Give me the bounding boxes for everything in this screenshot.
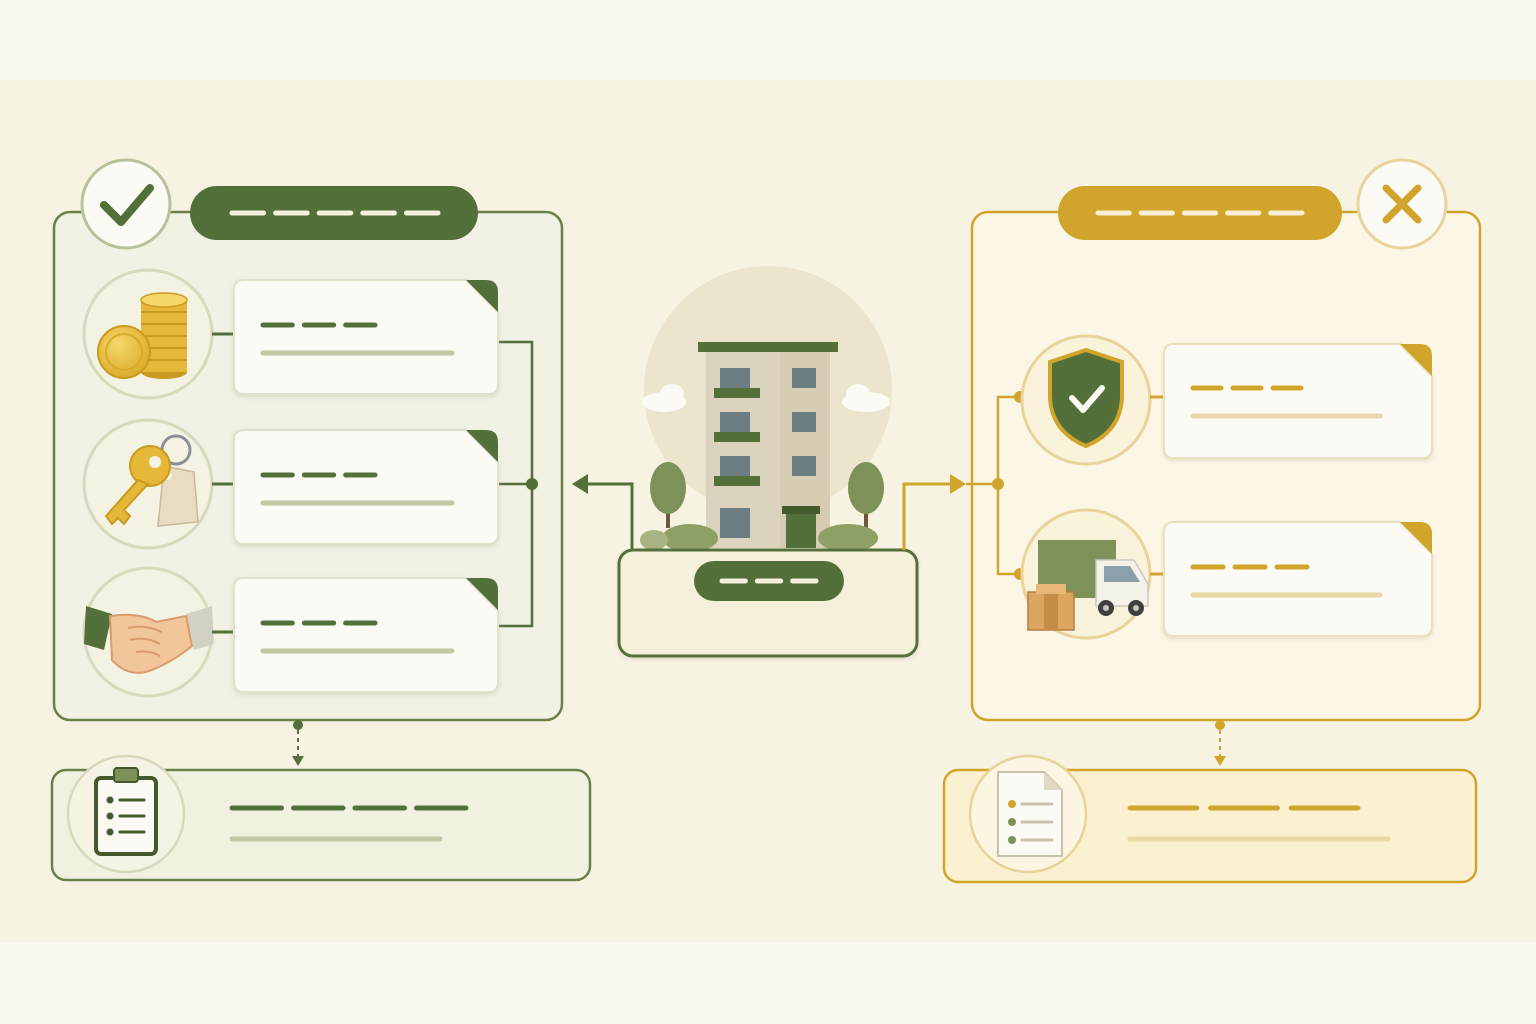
right-panel-frame xyxy=(970,210,1482,722)
left-item-coins xyxy=(82,268,499,400)
left-panel xyxy=(50,158,592,882)
center-to-left-connector xyxy=(586,482,634,550)
right-item-truck xyxy=(1020,508,1433,640)
left-summary-card xyxy=(50,754,592,882)
handshake-icon xyxy=(84,606,214,674)
right-rail-node xyxy=(992,478,1004,490)
trees xyxy=(640,462,884,552)
left-status-badge xyxy=(80,158,172,250)
x-icon xyxy=(1382,184,1422,224)
right-status-badge xyxy=(1356,158,1448,250)
left-item-handshake xyxy=(82,566,499,698)
document-list-icon xyxy=(997,771,1063,857)
left-rail-node xyxy=(526,478,538,490)
shield-check-icon xyxy=(1048,347,1124,449)
right-item-shield xyxy=(1020,334,1433,466)
clipboard-checklist-icon xyxy=(94,767,158,856)
clouds xyxy=(642,384,890,412)
left-arrow-head xyxy=(572,474,588,494)
center-node xyxy=(572,266,966,658)
apartment-building-icon xyxy=(698,342,838,548)
left-header-pill xyxy=(190,186,478,240)
right-arrow-head xyxy=(950,474,966,494)
right-down-arrow xyxy=(1214,756,1226,766)
center-to-right-connector xyxy=(902,482,952,550)
right-header-pill xyxy=(1058,186,1342,240)
moving-truck-icon xyxy=(1027,540,1149,631)
right-panel xyxy=(942,158,1482,884)
left-down-arrow xyxy=(292,756,304,766)
checkmark-icon xyxy=(100,184,154,226)
left-item-key xyxy=(82,418,499,550)
key-with-tag-icon xyxy=(104,434,199,527)
right-summary-card xyxy=(942,754,1478,884)
coin-stack-icon xyxy=(97,292,188,379)
